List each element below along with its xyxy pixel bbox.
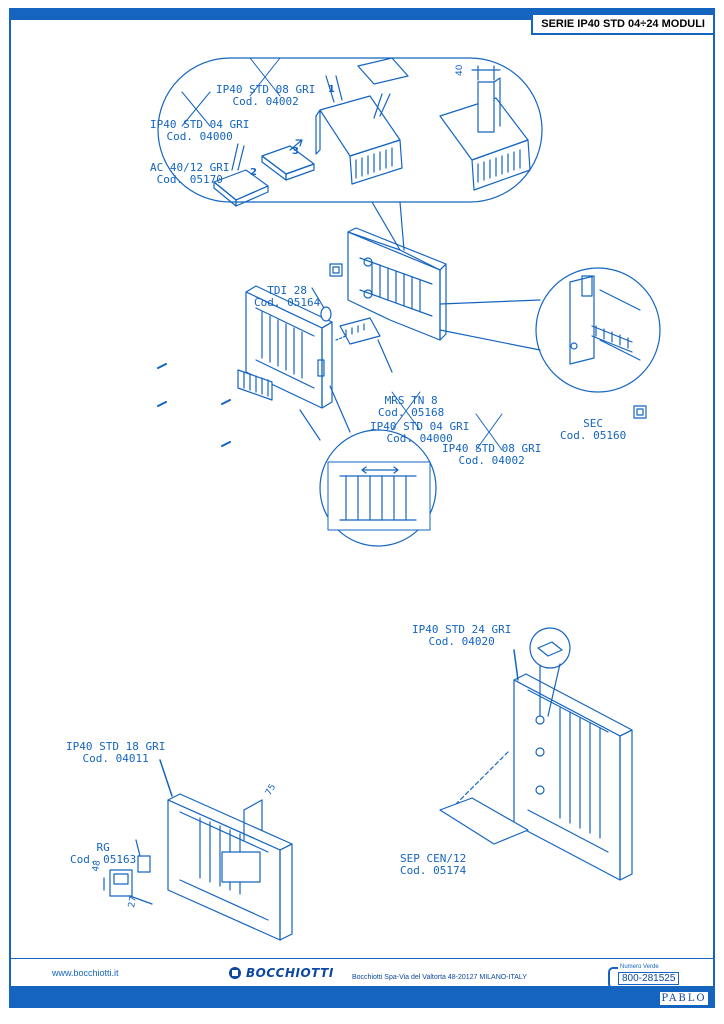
detail-circle-right [439,267,661,419]
enclosure-24-modules [439,627,633,881]
screws [157,363,231,447]
dimension-48: 48 [91,859,103,872]
step-number-3: 3 [292,146,299,157]
detail-circle-mid [299,385,437,547]
step-number-1: 1 [328,84,335,95]
enclosure-18-modules [103,759,293,941]
brand-logo-icon [229,967,241,979]
footer-divider [9,958,715,959]
bottom-bar [9,986,715,1008]
pablo-logo: PABLO [660,992,708,1005]
brand-name: BOCCHIOTTI [246,966,334,980]
brand-logo: BOCCHIOTTI [228,966,334,980]
page-title: SERIE IP40 STD 04÷24 MODULI [531,13,715,35]
rail-part-right [439,65,531,191]
mrs-terminal [335,317,393,373]
phone-number: 800-281525 [618,972,680,985]
dimension-40: 40 [455,64,465,76]
cross-marks [181,57,503,451]
dimension-27: 27 [127,896,139,909]
step-number-2: 2 [250,167,257,178]
enclosure-back-box [347,227,447,341]
rail-part-left [315,57,409,185]
website-link[interactable]: www.bocchiotti.it [52,968,119,978]
tdi-knob [311,263,343,322]
enclosure-front [237,285,333,409]
detail-bubble-top [157,57,543,251]
dimension-75: 75 [264,783,278,798]
ac-cover-part [213,139,315,207]
page-frame [9,20,715,986]
phone-label: Numero Verde [620,964,659,970]
company-address: Bocchiotti Spa-Via del Valtorta 48-20127… [352,974,527,981]
